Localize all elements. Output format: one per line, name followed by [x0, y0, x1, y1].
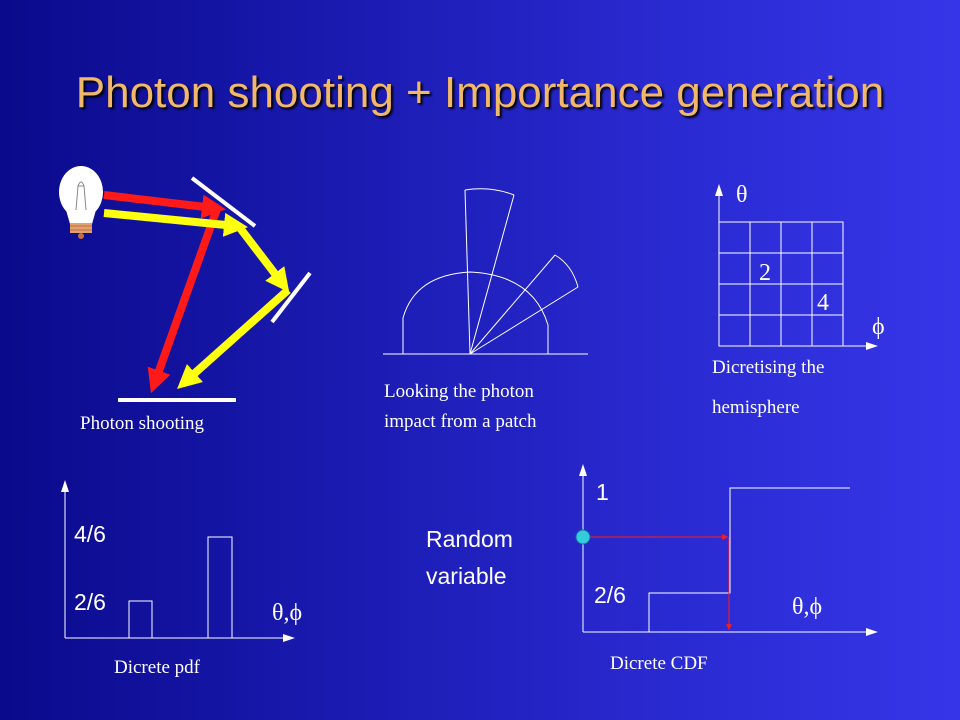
pdf-axes [61, 480, 295, 642]
pdf-bar-low [128, 600, 153, 639]
patch-hemisphere-diagram [383, 188, 588, 355]
pdf-bar-high [207, 536, 233, 639]
random-variable-line1: Random [426, 526, 513, 552]
cdf-axis-label: θ,ϕ [792, 594, 823, 620]
cdf-caption: Dicrete CDF [610, 653, 708, 674]
theta-axis-label: θ [736, 182, 748, 208]
phi-axis-label: ϕ [872, 314, 885, 340]
red-ray-2 [147, 204, 222, 394]
slide-title: Photon shooting + Importance generation [75, 68, 885, 117]
light-bulb-icon [59, 166, 103, 239]
pdf-axis-label: θ,ϕ [272, 600, 303, 626]
cdf-label-2-6: 2/6 [594, 582, 626, 608]
grid-caption-line1: Dicretising the [712, 357, 825, 378]
grid-phi-axis [719, 342, 878, 350]
grid-caption-line2: hemisphere [712, 397, 800, 418]
red-ray-1 [103, 191, 226, 219]
grid-theta-axis [715, 184, 723, 346]
pdf-label-4-6: 4/6 [74, 521, 106, 547]
hemisphere-grid [718, 221, 844, 347]
grid-cell-value-2: 2 [759, 260, 771, 286]
patch-caption-line2: impact from a patch [384, 411, 537, 432]
cdf-label-1: 1 [596, 479, 609, 505]
yellow-ray-1 [103, 209, 248, 237]
photon-shooting-caption: Photon shooting [80, 413, 205, 434]
mirror-lower [270, 271, 312, 324]
pdf-caption: Dicrete pdf [114, 657, 200, 678]
cdf-axes [579, 464, 878, 636]
yellow-ray-2 [236, 225, 290, 293]
patch-caption-line1: Looking the photon [384, 381, 534, 402]
cdf-step-line [648, 487, 850, 632]
grid-cell-value-4: 4 [817, 290, 829, 316]
pdf-label-2-6: 2/6 [74, 589, 106, 615]
random-variable-point [575, 529, 591, 545]
random-variable-line2: variable [426, 563, 507, 589]
yellow-ray-3 [177, 287, 291, 389]
